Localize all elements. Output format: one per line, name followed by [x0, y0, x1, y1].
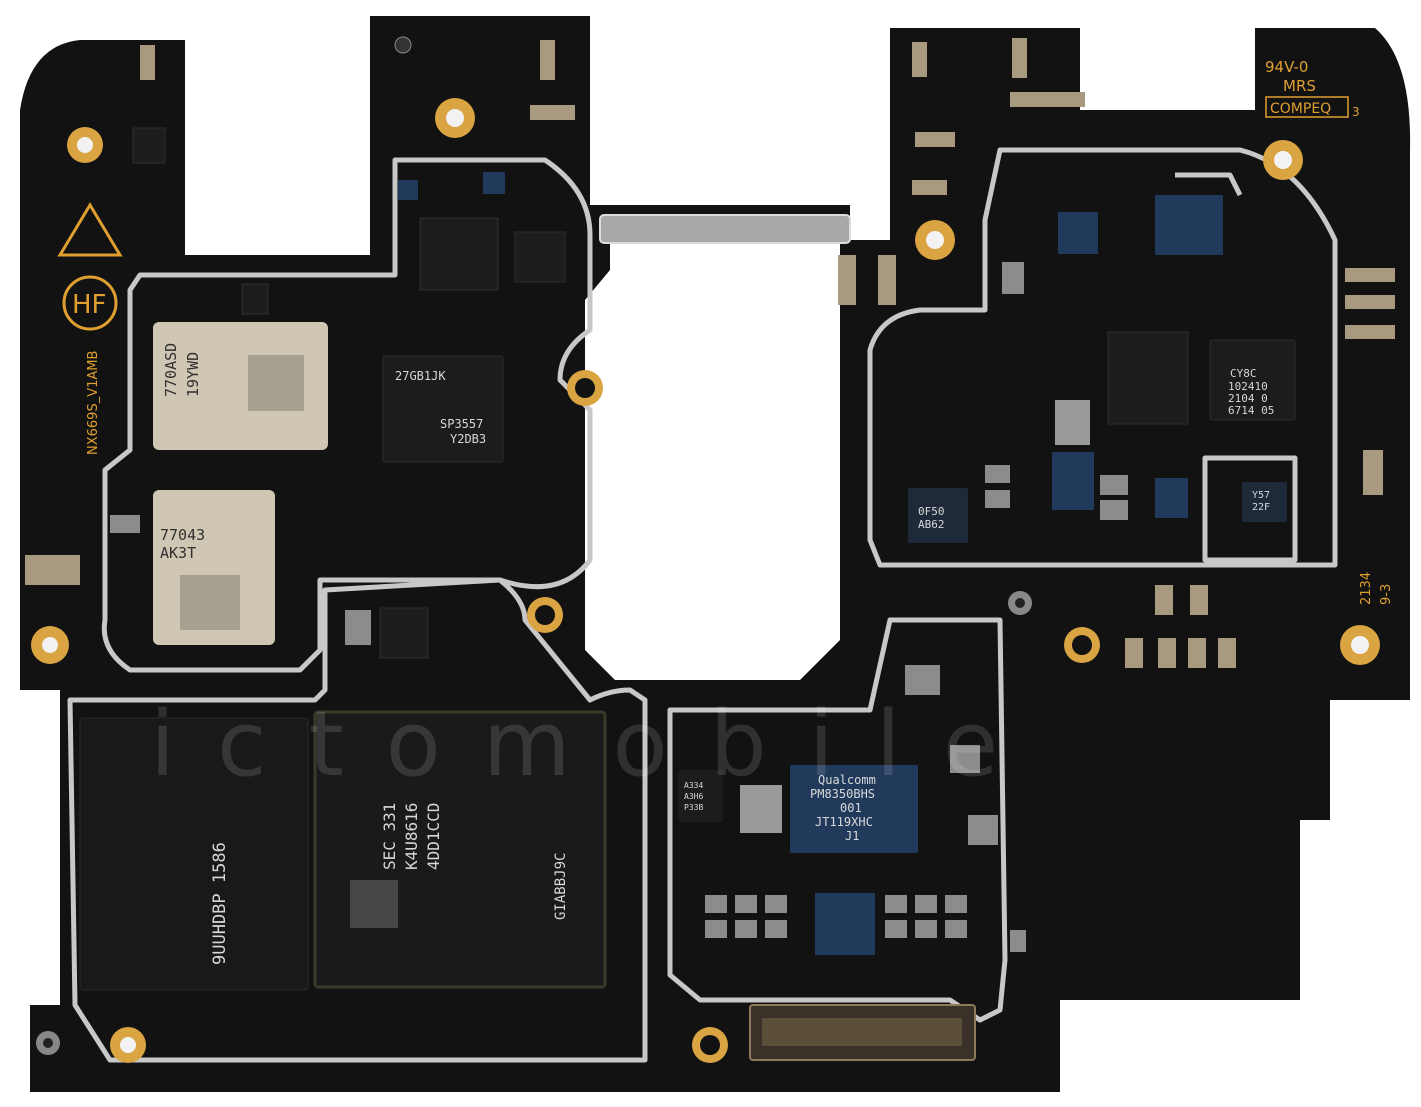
- small-ic-3-line3: P33B: [684, 803, 703, 812]
- manufacturer-suffix: 3: [1352, 105, 1360, 119]
- rf-module: 77043 AK3T: [153, 490, 275, 645]
- small-ic-2: Y57 22F: [1242, 482, 1287, 522]
- small-ic-3-line2: A3H6: [684, 792, 703, 801]
- wifi-module: 770ASD 19YWD: [153, 322, 328, 450]
- model-marking: NX669S_V1AMB: [86, 351, 101, 455]
- pmic-chip: Qualcomm PM8350BHS 001 JT119XHC J1: [790, 765, 918, 853]
- rf-module-line2: AK3T: [160, 544, 196, 562]
- pmic-line5: J1: [845, 829, 859, 843]
- small-ic-3: A334 A3H6 P33B: [678, 770, 723, 822]
- shield-lower-right: [667, 617, 1008, 1023]
- shield-right-inner: [1202, 455, 1298, 563]
- small-ic-3-line1: A334: [684, 781, 703, 790]
- transceiver-line2: SP3557: [440, 417, 483, 431]
- small-ic-1-line1: 0F50: [918, 505, 945, 518]
- mount-ring-1: [435, 98, 475, 138]
- pmic-line3: 001: [840, 801, 862, 815]
- manufacturer-marking: COMPEQ 3: [1265, 96, 1360, 119]
- esd-warning-icon: [57, 202, 123, 257]
- mount-ring-5: [31, 626, 69, 664]
- coax-connectors: [36, 36, 1032, 1055]
- watermark-text: ictomobile: [150, 692, 1040, 797]
- passive-components: [110, 262, 1128, 952]
- dram-line3: 4DD1CCD: [424, 803, 443, 870]
- pmic-line1: Qualcomm: [818, 773, 876, 787]
- manufacturer-name: COMPEQ: [1270, 101, 1331, 117]
- cy8c-line4: 6714 05: [1228, 404, 1274, 417]
- dram-line2: K4U8616: [402, 803, 421, 870]
- rf-module-line1: 77043: [160, 526, 205, 544]
- mount-ring-8: [567, 370, 603, 406]
- ul-mark: MRS: [1283, 77, 1316, 95]
- board-connector: [749, 1004, 976, 1061]
- blue-chips: [398, 172, 1223, 955]
- ufs-storage-chip: 9UUHDBP 1586: [79, 717, 309, 991]
- mount-ring-11: [692, 1027, 728, 1063]
- cy8c-line2: 102410: [1228, 380, 1268, 393]
- ul-code: 94V-0: [1265, 58, 1308, 76]
- shield-small: [1175, 172, 1243, 197]
- side-connectors: [25, 38, 1395, 668]
- cy8c-line3: 2104 0: [1228, 392, 1268, 405]
- mount-ring-9: [527, 597, 563, 633]
- shield-lower-left: [67, 577, 648, 1063]
- mount-ring-3: [915, 220, 955, 260]
- mount-ring-7: [110, 1027, 146, 1063]
- hf-logo: HF: [62, 275, 118, 331]
- transceiver-line3: Y2DB3: [450, 432, 486, 446]
- small-ic-2-line1: Y57: [1252, 490, 1270, 501]
- hf-logo-text: HF: [72, 290, 107, 320]
- date-code-1: 2134: [1359, 572, 1374, 605]
- mount-ring-4: [1263, 140, 1303, 180]
- small-ic-1-line2: AB62: [918, 518, 945, 531]
- mounting-holes: [31, 98, 1380, 1063]
- mount-ring-6: [1340, 625, 1380, 665]
- wifi-module-line1: 770ASD: [162, 343, 180, 397]
- dram-side-code: GIABBJ9C: [553, 853, 569, 920]
- mount-ring-2: [67, 127, 103, 163]
- date-code-2: 9-3: [1379, 584, 1394, 605]
- cy8c-line1: CY8C: [1230, 367, 1257, 380]
- dram-chip: SEC 331 K4U8616 4DD1CCD GIABBJ9C: [313, 710, 607, 989]
- pmic-line4: JT119XHC: [815, 815, 873, 829]
- small-ic-1: 0F50 AB62: [908, 488, 968, 543]
- ufs-storage-line1: 9UUHDBP 1586: [210, 842, 230, 965]
- pmic-line2: PM8350BHS: [810, 787, 875, 801]
- wifi-module-line2: 19YWD: [184, 352, 202, 397]
- mount-ring-10: [1064, 627, 1100, 663]
- transceiver-line1: 27GB1JK: [395, 369, 446, 383]
- cy8c-chip: CY8C 102410 2104 0 6714 05: [1209, 339, 1296, 421]
- small-ic-2-line2: 22F: [1252, 502, 1270, 513]
- metal-bracket: [599, 214, 851, 244]
- transceiver-chip: 27GB1JK SP3557 Y2DB3: [382, 355, 504, 463]
- misc-chips: [132, 127, 1189, 659]
- dram-line1: SEC 331: [380, 803, 399, 870]
- shield-left-upper: [101, 157, 593, 673]
